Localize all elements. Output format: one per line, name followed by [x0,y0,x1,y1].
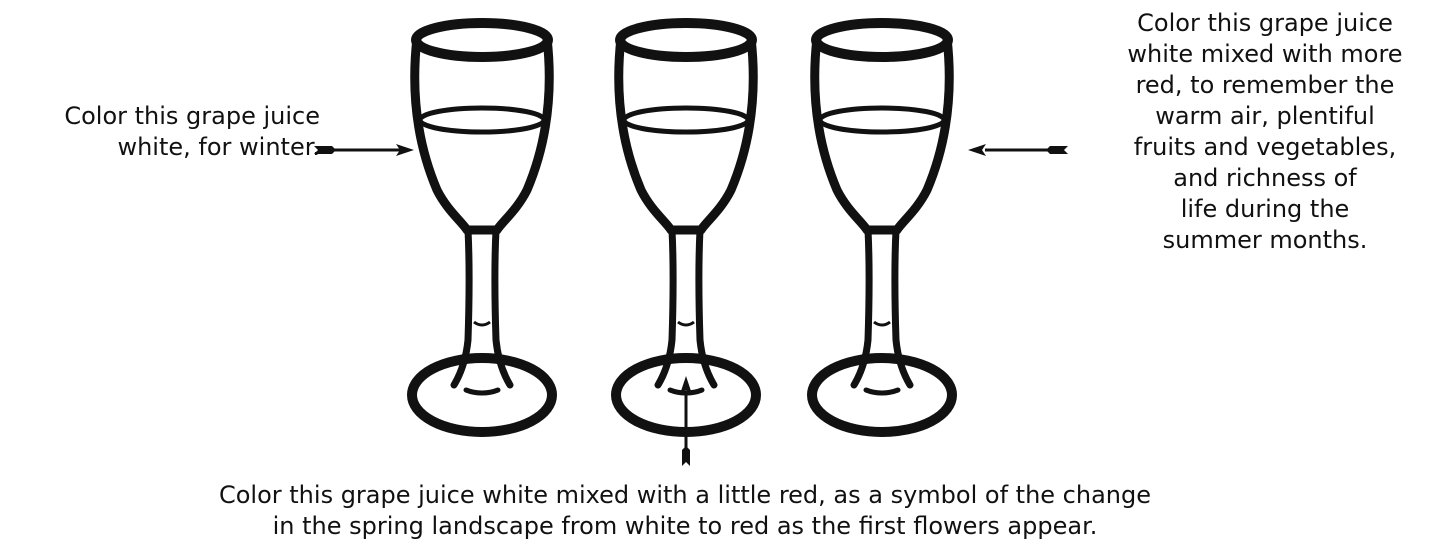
caption-line: in the spring landscape from white to re… [80,511,1290,542]
arrow-icon [680,376,692,466]
wine-glass-icon [412,23,552,432]
caption-line: white, for winter. [64,132,320,163]
caption-line: red, to remember the [1092,70,1438,101]
arrow-icon [314,144,414,156]
caption-line: summer months. [1092,225,1438,256]
wine-glass-icon [616,23,756,432]
caption-line: fruits and vegetables, [1092,132,1438,163]
arrow-icon [968,144,1068,156]
winter-caption: Color this grape juice white, for winter… [64,101,320,163]
caption-line: Color this grape juice [64,101,320,132]
summer-caption: Color this grape juice white mixed with … [1092,8,1438,256]
caption-line: Color this grape juice white mixed with … [80,480,1290,511]
caption-line: white mixed with more [1092,39,1438,70]
caption-line: warm air, plentiful [1092,101,1438,132]
wine-glass-icon [812,23,952,432]
caption-line: Color this grape juice [1092,8,1438,39]
caption-line: life during the [1092,194,1438,225]
spring-caption: Color this grape juice white mixed with … [80,480,1290,542]
caption-line: and richness of [1092,163,1438,194]
